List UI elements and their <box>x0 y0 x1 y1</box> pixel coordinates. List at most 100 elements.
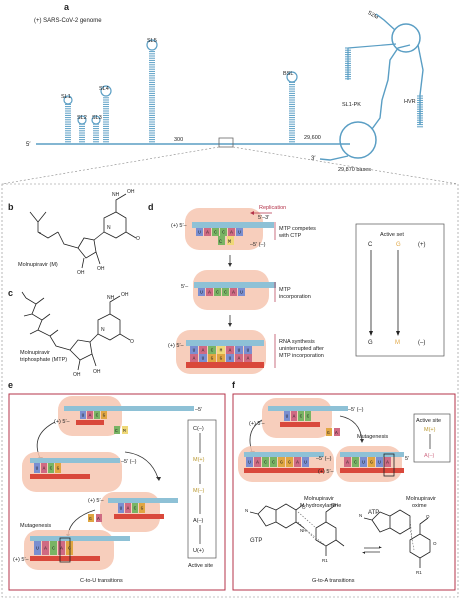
template-strand-3 <box>186 340 264 346</box>
nucleotide <box>190 346 198 354</box>
nucleotide-letter: U <box>378 460 381 466</box>
f-five-label: 5′ <box>405 456 409 462</box>
f-arrowhead-2 <box>360 439 364 443</box>
template-strand-2 <box>194 282 276 288</box>
nucleotide <box>291 411 297 421</box>
nucleotide-letter: U <box>193 348 196 354</box>
nucleotide <box>80 411 86 419</box>
free-nucleotide-c-text: C <box>219 239 222 245</box>
nucleotide-letter: A <box>208 290 211 296</box>
f-atom-o1: O <box>302 505 306 510</box>
nucleotide-letter: U <box>247 348 250 354</box>
sl5-label: SL5 <box>147 38 157 44</box>
stem-loop <box>100 85 112 145</box>
molnupiravir-pair-structure <box>315 505 345 556</box>
nucleotide <box>42 541 49 555</box>
f-nascent-2 <box>244 468 324 473</box>
nucleotide <box>376 457 383 467</box>
e-free-c-text: C <box>115 428 118 434</box>
sl4-label: SL4 <box>99 86 109 92</box>
nucleotide <box>214 288 221 296</box>
step1-line2: with CTP <box>278 233 302 239</box>
stem-loop <box>63 95 73 145</box>
nucleotide-letter: A <box>206 230 209 236</box>
nucleotide <box>41 463 47 473</box>
nucleotide <box>226 354 234 362</box>
e-pair-g-text: G <box>89 516 92 522</box>
replication-arrowhead <box>250 211 254 215</box>
nucleotide-letter: C <box>300 414 303 420</box>
hvr-strand <box>371 44 411 130</box>
nucleotide-letter: U <box>36 546 39 552</box>
mtp-caption-1: Molnupiravir <box>20 350 50 356</box>
nucleotide <box>254 457 261 467</box>
e-plus5-label-1: (+) 5′– <box>54 419 70 425</box>
nucleotide <box>217 346 225 354</box>
nucleotide-letter: U <box>200 290 203 296</box>
f-mutagenesis-label: Mutagenesis <box>357 434 388 440</box>
sl1-pk-loop <box>339 121 377 159</box>
nucleotide-letter: M <box>220 348 223 354</box>
panel-c: c NH OH O OH OH N Molnupiravir triphosph… <box>8 288 134 378</box>
e-template-1 <box>64 406 194 411</box>
active-set-bottom-g: G <box>368 340 373 346</box>
nucleotide-letter: A <box>60 546 63 552</box>
active-set-arrowhead-c <box>369 331 373 336</box>
f-active-site-label: Active site <box>416 418 441 424</box>
stem-loop <box>286 71 298 145</box>
nucleotide <box>132 503 138 513</box>
stem-loop-cap <box>286 71 298 83</box>
f-atom-n1: N <box>245 508 248 513</box>
nucleotide-letter: U <box>120 506 123 512</box>
nucleotide-letter: G <box>220 356 223 362</box>
panel-b-label: b <box>8 202 14 212</box>
nucleotide <box>262 457 269 467</box>
zoom-frame <box>1 183 459 598</box>
panel-a-label: a <box>64 2 70 12</box>
e-minus5-label: –5′ <box>195 407 202 413</box>
e-active-chain-box <box>187 419 217 559</box>
nucleotide <box>208 354 216 362</box>
nucleotide-letter: A <box>232 290 235 296</box>
nucleotide-letter: G <box>103 413 106 419</box>
template-strand-1 <box>192 222 274 228</box>
f-five-minus-label-2: –5′ (–) <box>316 456 332 462</box>
sl3-label: SL3 <box>92 115 102 121</box>
nucleotide <box>204 228 211 236</box>
hydrogen-bonds <box>297 511 415 551</box>
nucleotide <box>217 354 225 362</box>
stem-loop-cap <box>63 95 73 105</box>
atom-oh-b2: OH <box>77 270 85 276</box>
nucleotide-letter: A <box>202 348 205 354</box>
minus-five-label-1: –5′ (–) <box>250 242 266 248</box>
f-five-minus-label-1: –5′ (–) <box>348 407 364 413</box>
f-r1-left: R1 <box>322 558 328 563</box>
active-set-bottom-m: M <box>395 340 400 346</box>
stem-loop-cap <box>91 115 101 125</box>
atom-n-c: N <box>101 327 105 333</box>
nucleotide-letter: A <box>89 413 92 419</box>
e-nascent-4 <box>30 556 100 561</box>
nucleotide <box>220 228 227 236</box>
nucleotide-letter: U <box>304 460 307 466</box>
free-nucleotide-m-text: M <box>228 239 231 245</box>
stem-loop <box>77 115 87 145</box>
nucleotide <box>230 288 237 296</box>
nucleotide-letter: A <box>386 460 389 466</box>
panel-b: b NH OH O OH OH N Molnupiravir (M) <box>8 189 140 276</box>
stem-loop-cap <box>100 85 112 97</box>
nucleotide <box>55 463 61 473</box>
stem-loop-cap <box>146 39 158 51</box>
nucleotide <box>66 541 73 555</box>
nucleotide <box>139 503 145 513</box>
e-plus5-label-4: (+) 5′– <box>13 557 29 563</box>
atom-nh-c: NH <box>107 295 115 301</box>
nucleotide <box>208 346 216 354</box>
sl1-label: SL1 <box>61 94 71 100</box>
atom-oh-c3: OH <box>93 369 101 375</box>
panel-e-frame <box>8 393 226 591</box>
